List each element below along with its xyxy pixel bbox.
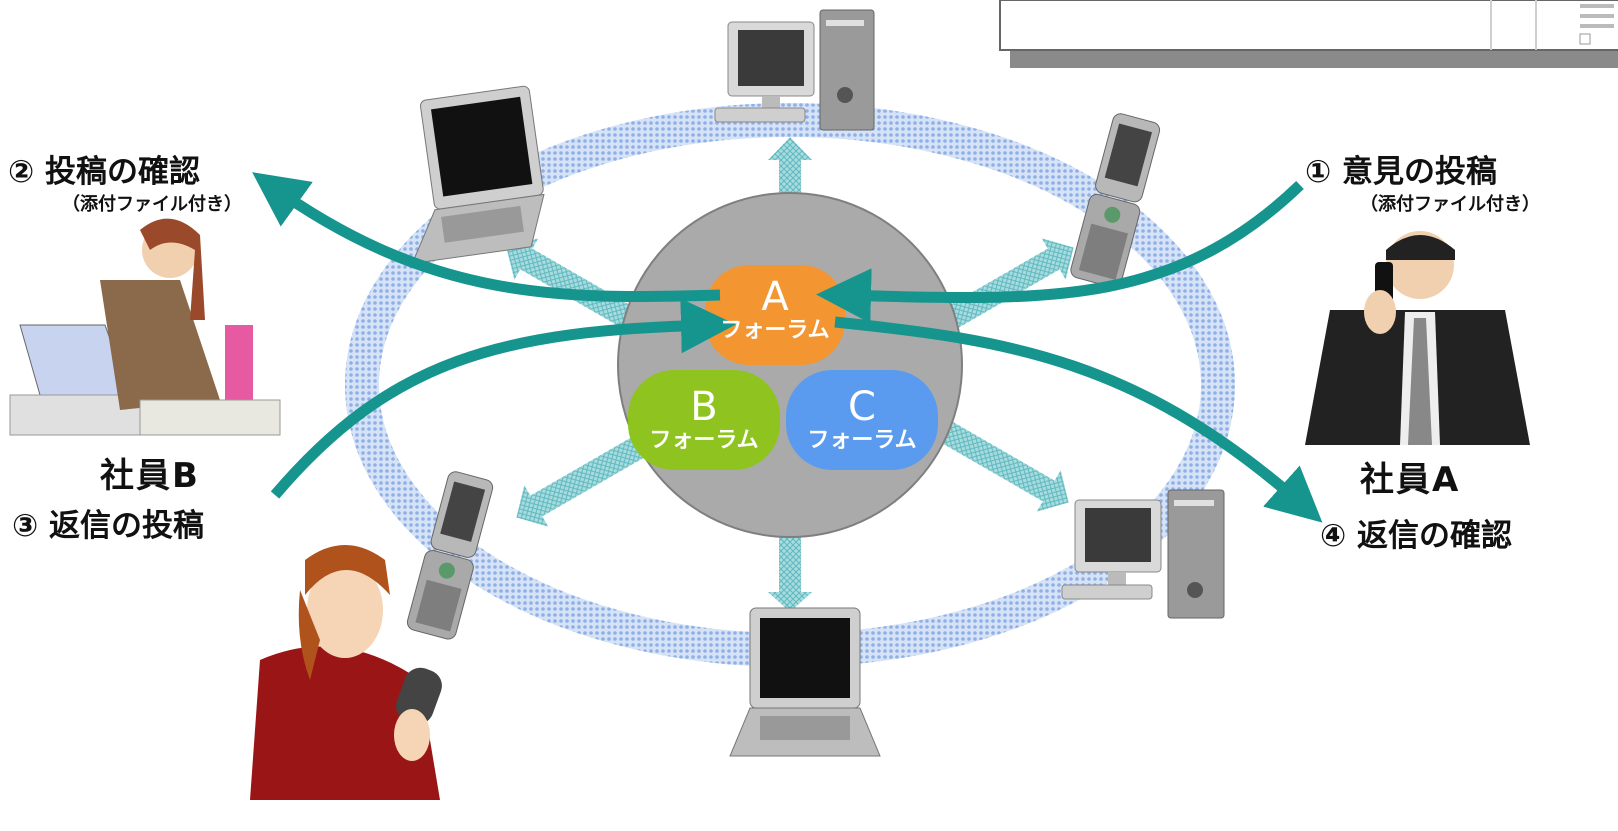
forum-b-name: フォーラム (649, 428, 759, 453)
forum-b: B フォーラム (628, 385, 780, 453)
step2-subtitle: （添付ファイル付き） (62, 194, 242, 215)
forum-c: C フォーラム (786, 385, 938, 453)
step1-subtitle: （添付ファイル付き） (1360, 194, 1540, 215)
flip-phone-left (406, 471, 494, 640)
forum-a-name: フォーラム (720, 318, 830, 343)
step3-title: ③ 返信の投稿 (12, 508, 205, 544)
forum-b-bubble (628, 370, 780, 470)
employee-b-label: 社員B (100, 456, 200, 496)
flow-arrow-step3 (270, 298, 736, 499)
employee-b-illustration (9, 218, 281, 436)
forum-a: A フォーラム (705, 275, 845, 343)
access-arrow-upper-right (926, 238, 1074, 342)
forum-a-bubble (705, 265, 845, 365)
forum-c-name: フォーラム (807, 428, 917, 453)
flip-phone-right (1070, 113, 1161, 288)
laptop-left (411, 85, 545, 265)
software-screenshot-fragment (999, 0, 1618, 68)
access-arrow-lower-right (921, 408, 1069, 512)
forum-c-letter: C (848, 384, 876, 430)
woman-with-phone-illustration (250, 545, 442, 800)
forum-a-letter: A (761, 274, 789, 320)
flow-arrow-step2 (252, 172, 721, 303)
desktop-pc-right (1061, 489, 1225, 619)
flow-arrows (252, 172, 1323, 523)
forum-c-bubble (786, 370, 938, 470)
step1-title: ① 意見の投稿 (1305, 154, 1498, 190)
step4-title: ④ 返信の確認 (1320, 518, 1513, 554)
laptop-bottom (729, 607, 881, 757)
step2-title: ② 投稿の確認 (8, 154, 201, 190)
forum-b-letter: B (690, 384, 718, 430)
flow-arrow-step4 (834, 316, 1323, 523)
access-arrow-lower-left (516, 423, 664, 527)
desktop-pc-top (714, 9, 875, 131)
flow-arrow-step1 (816, 181, 1304, 324)
employee-a-label: 社員A (1360, 460, 1461, 500)
employee-a-illustration (1305, 231, 1530, 445)
